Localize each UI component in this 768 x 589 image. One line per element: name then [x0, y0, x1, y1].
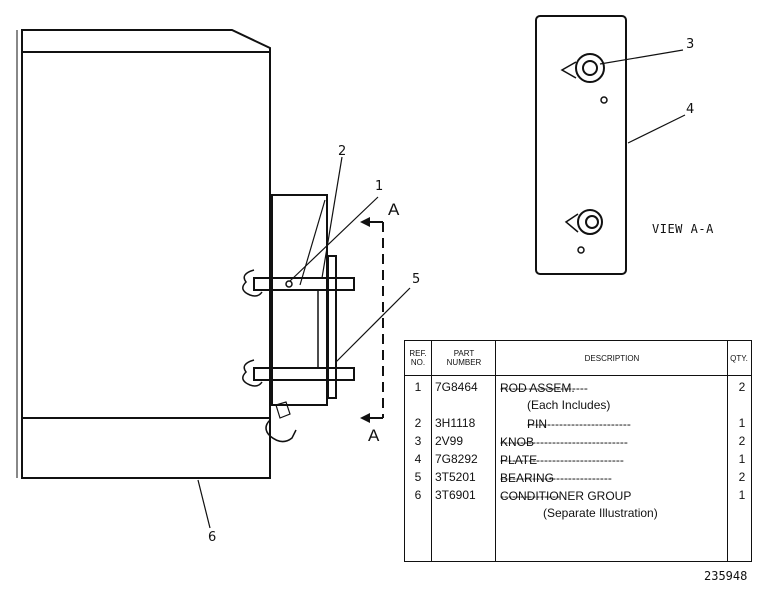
table-row: 4 7G8292 PLATE--------------------------… [405, 451, 751, 469]
table-row: (Separate Illustration) [405, 505, 751, 523]
row-qty: 2 [738, 434, 746, 448]
col-divider-3 [727, 341, 728, 561]
col-divider-2 [495, 341, 496, 561]
row-ref: 6 [414, 488, 422, 502]
upper-breakout [242, 269, 263, 297]
knob-upper-outer [575, 53, 605, 83]
section-arrow-bottom [360, 413, 370, 423]
header-qty: QTY. [730, 353, 748, 363]
bottom-hook [265, 419, 297, 443]
row-qty: 1 [738, 488, 746, 502]
col-divider-1 [431, 341, 432, 561]
header-part: PART NUMBER [446, 349, 482, 367]
housing-outline [21, 29, 271, 479]
figure-number: 235948 [704, 569, 748, 583]
row-part: 3T5201 [435, 470, 476, 484]
table-row: 3 2V99 KNOB-----------------------------… [405, 433, 751, 451]
callout-2: 2 [338, 144, 347, 159]
view-label: VIEW A-A [652, 222, 714, 236]
row-qty: 1 [738, 452, 746, 466]
row-qty: 2 [738, 380, 746, 394]
row-part: 3T6901 [435, 488, 476, 502]
table-row: 6 3T6901 CONDITIONER GROUP--------------… [405, 487, 751, 505]
plate-side [327, 255, 337, 399]
header-ref: REF. NO. [409, 349, 427, 367]
lower-rod [253, 367, 355, 381]
row-part: 7G8464 [435, 380, 478, 394]
callout-5: 5 [412, 272, 421, 287]
row-ref: 1 [414, 380, 422, 394]
row-part: 7G8292 [435, 452, 478, 466]
lower-breakout [242, 359, 263, 387]
row-desc: (Separate Illustration) [543, 506, 658, 520]
table-row: (Each Includes) [405, 397, 751, 415]
row-part: 3H1118 [435, 416, 476, 430]
callout-1: 1 [375, 179, 384, 194]
table-row: 5 3T5201 BEARING------------------------… [405, 469, 751, 487]
pin [285, 280, 293, 288]
callout-6: 6 [208, 530, 217, 545]
callout-3: 3 [686, 37, 695, 52]
row-ref: 4 [414, 452, 422, 466]
header-description: DESCRIPTION [584, 353, 640, 363]
section-label-top: A [388, 200, 400, 219]
row-part: 2V99 [435, 434, 464, 448]
row-ref: 3 [414, 434, 422, 448]
row-ref: 2 [414, 416, 422, 430]
row-qty: 1 [738, 416, 746, 430]
knob-lower-outer [577, 209, 603, 235]
parts-table: REF. NO. PART NUMBER DESCRIPTION QTY. 1 … [404, 340, 752, 562]
callout-4: 4 [686, 102, 695, 117]
header-divider [405, 375, 751, 376]
section-arrow-top [360, 217, 370, 227]
row-qty: 2 [738, 470, 746, 484]
table-row: 2 3H1118 PIN-------------------------- 1 [405, 415, 751, 433]
plate-view [535, 15, 627, 275]
section-label-bottom: A [368, 426, 380, 445]
table-row: 1 7G8464 ROD ASSEM. --------------------… [405, 379, 751, 397]
row-ref: 5 [414, 470, 422, 484]
row-desc: (Each Includes) [527, 398, 611, 412]
